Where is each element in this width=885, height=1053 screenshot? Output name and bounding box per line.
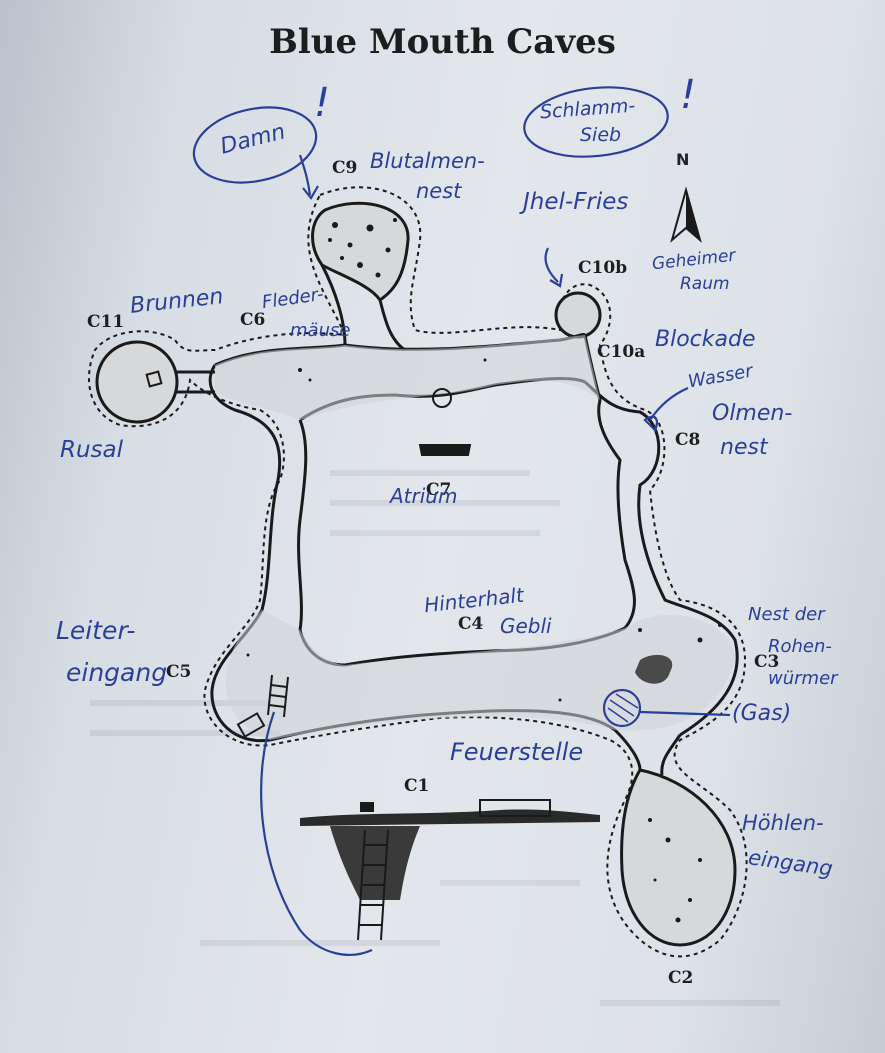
location-c2: C2	[668, 968, 694, 988]
c11-feature	[145, 370, 163, 388]
location-c10b: C10b	[578, 258, 628, 278]
note-wuermer: würmer	[768, 668, 838, 689]
chamber-c10b	[554, 291, 602, 339]
c5-ladder	[267, 674, 289, 718]
gas-hatch	[607, 693, 639, 723]
cave-chambers	[95, 201, 737, 947]
note-jhel-fries: Jhel-Fries	[523, 189, 629, 215]
note-blockade: Blockade	[655, 327, 756, 352]
location-c3: C3	[754, 652, 780, 672]
map-title: Blue Mouth Caves	[269, 22, 616, 62]
c1-cross-section	[300, 799, 600, 941]
note-damn-mark: !	[314, 80, 331, 126]
note-olmen: Olmen-	[712, 401, 793, 426]
location-c11: C11	[87, 312, 125, 332]
location-c5: C5	[166, 662, 192, 682]
note-eingang: eingang	[66, 658, 168, 687]
location-c9: C9	[332, 158, 358, 178]
note-rohen: Rohen-	[768, 636, 832, 657]
note-maeuse: mäuse	[290, 320, 351, 341]
note-raum: Raum	[680, 274, 730, 294]
note-c9-line2: nest	[416, 179, 462, 203]
note-gas: (Gas)	[732, 701, 792, 726]
note-nest-der: Nest der	[748, 604, 825, 625]
note-olmen-nest: nest	[720, 435, 768, 460]
note-sieb: Sieb	[580, 124, 622, 146]
location-c6: C6	[240, 310, 266, 330]
chamber-c2	[620, 768, 737, 947]
location-c8: C8	[675, 430, 701, 450]
note-feuerstelle: Feuerstelle	[450, 738, 584, 766]
note-rusal: Rusal	[60, 437, 124, 463]
cave-floor-dots	[246, 218, 722, 923]
handwritten-marks	[192, 86, 731, 956]
location-c1: C1	[404, 776, 430, 796]
location-c4: C4	[458, 614, 484, 634]
c3-feature	[635, 654, 673, 684]
note-atrium: Atrium	[390, 484, 458, 508]
chamber-c9	[311, 201, 410, 303]
note-gebli: Gebli	[500, 614, 552, 638]
north-label: N	[676, 150, 690, 169]
atrium-feature	[418, 388, 472, 456]
note-schlamm-mark: !	[680, 72, 697, 118]
location-c10a: C10a	[597, 342, 646, 362]
note-c9-line1: Blutalmen-	[370, 149, 485, 173]
location-c7: C7	[426, 480, 452, 500]
cave-outer-boundary	[88, 186, 748, 958]
chamber-c11	[95, 340, 179, 424]
note-leiter: Leiter-	[56, 616, 136, 645]
north-arrow-icon	[670, 186, 702, 243]
note-hoehlen: Höhlen-	[742, 811, 824, 835]
